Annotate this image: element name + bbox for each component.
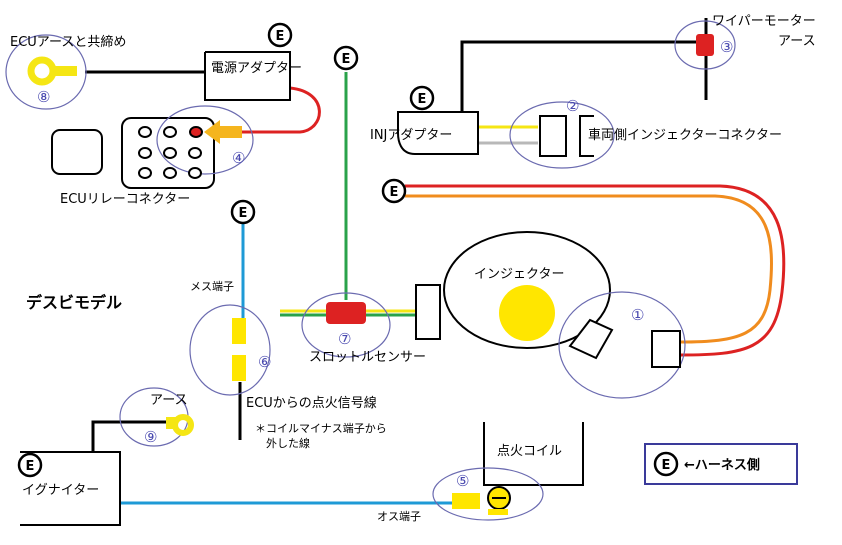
ring-terminal-tab [53,66,77,76]
label-ecu-relay: ECUリレーコネクター [60,192,190,207]
relay-pin [138,167,152,179]
e-marker-text: E [26,459,35,474]
label-male-terminal: オス端子 [377,510,421,523]
label-throttle-sensor: スロットルセンサー [309,350,426,365]
label-ecu-ignition-signal: ECUからの点火信号線 [246,395,377,411]
relay-side-block [51,129,103,175]
vehicle-connector-circle-2 [509,101,615,169]
relay-circle-4 [156,105,254,175]
wiper-red-connector [696,34,714,56]
label-ecu-earth: ECUアースと共締め [10,34,126,50]
relay-pin [163,126,177,138]
e-marker-inj: E [409,85,435,111]
label-earth: アース [150,393,188,408]
vehicle-connector-body [539,115,567,157]
label-igniter: イグナイター [22,483,99,498]
coil-terminal-stub [488,509,508,515]
injector-yellow-dot [499,285,555,341]
vehicle-connector-bracket [579,115,594,157]
relay-pin-active [189,126,203,138]
coil-male-terminal [452,493,480,509]
number-5: ⑤ [456,472,469,490]
e-marker-blue: E [230,199,256,225]
relay-pin [138,126,152,138]
power-adapter-box [204,51,291,101]
wire-igniter-earth [91,420,168,452]
e-marker-text: E [342,52,351,67]
number-7: ⑦ [338,330,351,348]
throttle-circle-7 [301,292,391,358]
number-8: ⑧ [37,88,50,106]
label-injector: インジェクター [474,267,564,282]
relay-pin [163,167,177,179]
wire-injector-orange [405,194,773,344]
igniter-box [20,451,121,526]
ring-terminal-icon [27,56,57,86]
e-marker-text: E [390,185,399,200]
label-power-adapter: 電源アダプター [211,61,302,76]
number-4: ④ [232,149,245,167]
signal-circle-6 [189,304,271,396]
igniter-ring-icon [172,414,194,436]
signal-yellow-lower [232,355,246,381]
e-marker-injector-loop: E [381,178,407,204]
signal-yellow-upper [232,318,246,344]
number-6: ⑥ [258,353,271,371]
label-ignition-coil: 点火コイル [497,444,562,459]
number-1: ① [631,306,644,324]
throttle-sensor-body [415,284,441,340]
wire-power-adapter-to-relay [240,86,321,134]
injector-connector-body [651,330,681,368]
number-9: ⑨ [144,428,157,446]
label-coil-minus-note-2: 外した線 [266,436,310,450]
wire-injector-red [405,184,786,357]
number-2: ② [566,97,579,115]
label-distributor-model: デスビモデル [26,293,122,312]
injector-connector-circle-1 [558,291,686,399]
inj-adapter-box [397,111,479,155]
relay-pin [188,147,202,159]
coil-circle-5 [432,467,544,521]
label-wiper-motor: ワイパーモーター [712,14,816,29]
label-inj-adapter: INJアダプター [370,128,452,143]
label-coil-minus-note: ＊コイルマイナス端子から [255,422,387,435]
e-marker-text: E [418,92,427,107]
label-female-terminal: メス端子 [190,280,234,293]
relay-pin [188,167,202,179]
injector-nozzle [568,318,614,360]
label-vehicle-injector-connector: 車両側インジェクターコネクター [588,128,782,143]
number-3: ③ [720,38,733,56]
e-marker-text: E [662,458,671,473]
relay-pin [138,147,152,159]
e-marker-power-adapter: E [267,22,293,48]
throttle-red-connector [326,302,366,324]
e-marker-igniter: E [17,452,43,478]
earth-terminal-circle-8 [5,34,87,110]
label-harness-side: ←ハーネス側 [684,457,760,473]
wiper-circle-3 [674,20,736,70]
relay-arrow-icon [204,120,242,144]
e-marker-text: E [239,206,248,221]
e-marker-legend: E [653,451,679,477]
e-marker-text: E [276,29,285,44]
e-marker-green: E [333,45,359,71]
relay-pin [163,147,177,159]
label-wiper-earth: アース [778,34,816,49]
wire-inj-to-wiper [460,40,700,112]
relay-pins [138,126,202,179]
